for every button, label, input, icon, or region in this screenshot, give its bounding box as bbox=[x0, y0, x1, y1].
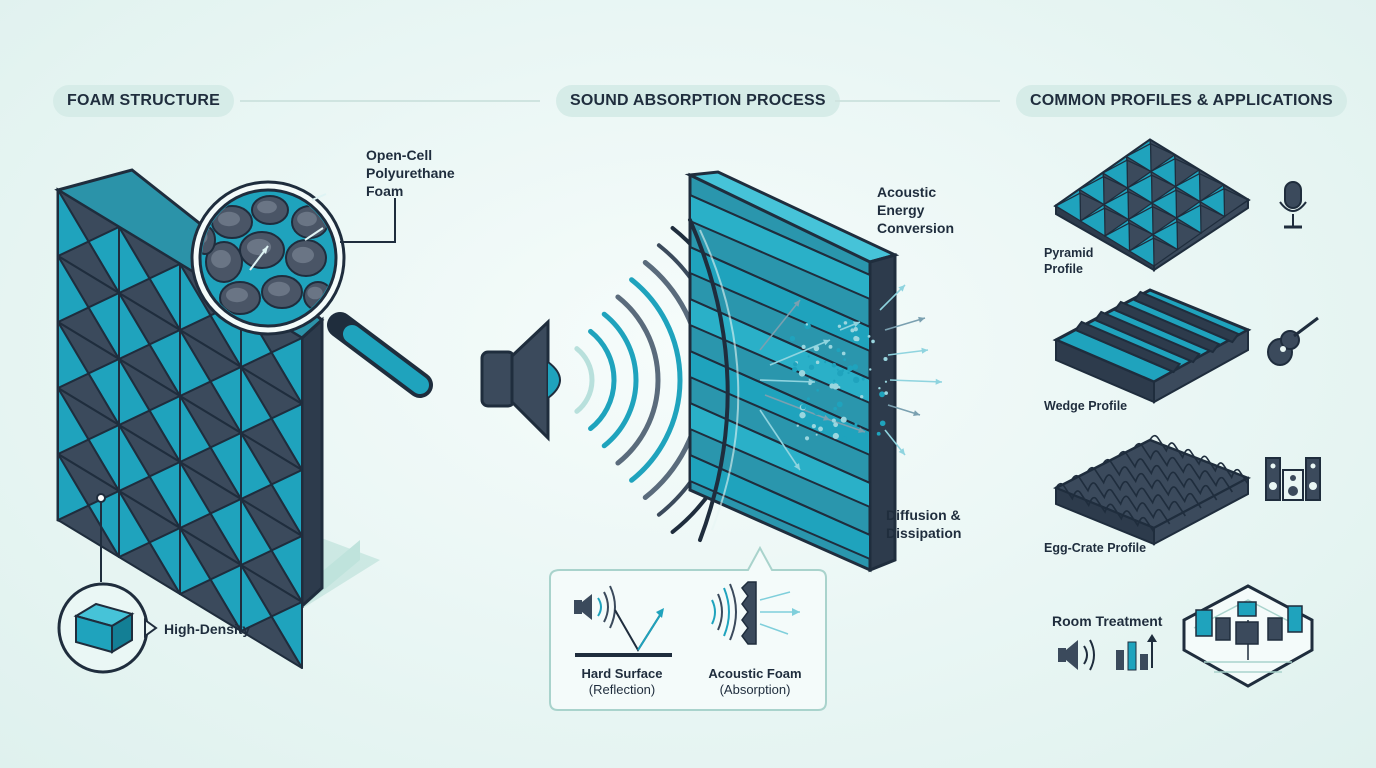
wedge-profile bbox=[1052, 288, 1252, 404]
magnifier-icon bbox=[190, 180, 433, 398]
microphone-icon bbox=[1279, 181, 1307, 229]
comparison-box bbox=[549, 545, 827, 711]
cell-leader-line bbox=[340, 198, 396, 243]
room-treatment-label: Room Treatment bbox=[1052, 613, 1163, 629]
pyramid-label-1: Pyramid bbox=[1044, 246, 1094, 260]
foam-sub: (Absorption) bbox=[719, 682, 791, 697]
cell-label-2: Polyurethane bbox=[366, 165, 455, 181]
foam-panel bbox=[54, 168, 380, 669]
egg-crate-profile bbox=[1053, 434, 1251, 546]
density-callout bbox=[57, 493, 158, 674]
wedge-label: Wedge Profile bbox=[1044, 399, 1128, 413]
pyramid-label-2: Profile bbox=[1044, 262, 1083, 276]
section-sound-absorption: SOUND ABSORPTION PROCESS bbox=[556, 85, 840, 117]
divider-left bbox=[240, 100, 540, 102]
guitar-icon bbox=[1267, 316, 1319, 366]
cell-label-3: Foam bbox=[366, 183, 404, 199]
section-profiles: COMMON PROFILES & APPLICATIONS bbox=[1016, 85, 1347, 117]
diffusion-label-1: Diffusion & bbox=[886, 507, 961, 523]
cell-label-1: Open-Cell bbox=[366, 147, 433, 163]
speaker-icon bbox=[480, 318, 561, 442]
conversion-label-3: Conversion bbox=[877, 220, 955, 236]
speakers-icon bbox=[1265, 457, 1321, 501]
hard-surface-sub: (Reflection) bbox=[588, 682, 656, 697]
conversion-label-2: Energy bbox=[877, 202, 925, 218]
volume-and-levels-icon bbox=[1058, 634, 1157, 671]
diffusion-label-2: Dissipation bbox=[886, 525, 962, 541]
hard-surface-icon bbox=[574, 585, 672, 657]
pyramid-profile bbox=[1053, 138, 1251, 272]
density-label: High-Density bbox=[164, 621, 251, 637]
divider-right bbox=[835, 100, 1000, 102]
foam-absorb-icon bbox=[711, 581, 800, 645]
diffusion-particles bbox=[759, 284, 943, 471]
process-foam-panel bbox=[684, 170, 900, 573]
room-treatment-icon bbox=[1182, 584, 1314, 688]
hard-surface-caption: Hard Surface (Reflection) bbox=[566, 666, 678, 698]
foam-title: Acoustic Foam bbox=[708, 666, 802, 681]
egg-crate-label: Egg-Crate Profile bbox=[1044, 541, 1147, 555]
foam-caption: Acoustic Foam (Absorption) bbox=[696, 666, 814, 698]
section-foam-structure: FOAM STRUCTURE bbox=[53, 85, 235, 117]
conversion-label-1: Acoustic bbox=[877, 184, 937, 200]
hard-surface-title: Hard Surface bbox=[581, 666, 663, 681]
